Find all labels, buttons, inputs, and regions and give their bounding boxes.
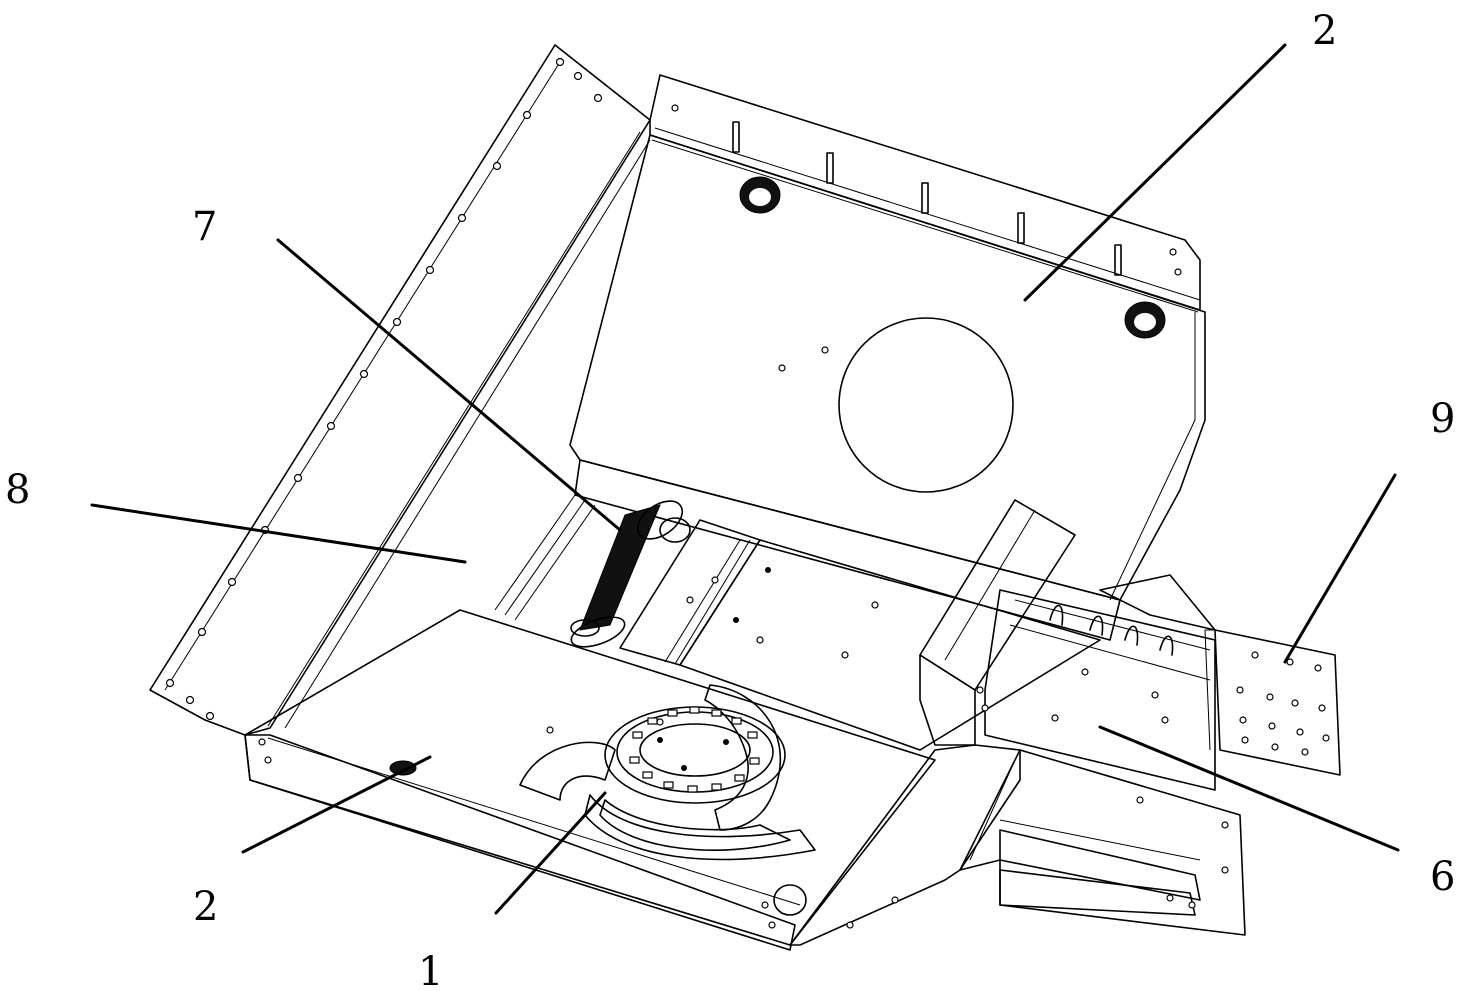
right-beam bbox=[919, 499, 1216, 791]
lower-bracket bbox=[789, 744, 1246, 946]
leader-7 bbox=[276, 238, 622, 532]
mount-lug-right bbox=[773, 884, 807, 916]
upper-rear-plate bbox=[569, 74, 1206, 601]
callout-8: 8 bbox=[5, 467, 30, 513]
drive-shaft bbox=[570, 500, 691, 648]
leader-1 bbox=[494, 791, 607, 915]
lifting-lugs bbox=[739, 176, 1166, 339]
leader-9 bbox=[1283, 473, 1397, 664]
callout-9: 9 bbox=[1430, 396, 1455, 442]
callout-7: 7 bbox=[192, 204, 217, 250]
leader-lines bbox=[90, 43, 1400, 915]
leader-8 bbox=[90, 503, 467, 564]
slewing-ring bbox=[519, 684, 816, 861]
callout-6: 6 bbox=[1430, 854, 1455, 900]
leader-6 bbox=[1098, 725, 1400, 852]
ring-bolts bbox=[629, 706, 760, 793]
mount-lug-left bbox=[389, 760, 417, 776]
callout-1: 1 bbox=[418, 949, 443, 991]
left-side-plate bbox=[149, 44, 651, 736]
end-plate-holes bbox=[1236, 651, 1330, 756]
callout-2-bottom: 2 bbox=[193, 884, 218, 930]
large-round-opening bbox=[838, 317, 1014, 493]
lower-front-plate bbox=[244, 609, 936, 951]
side-plate-holes bbox=[165, 57, 603, 721]
leader-2-top bbox=[1023, 43, 1287, 302]
upright-pins bbox=[732, 121, 1122, 276]
central-channel bbox=[494, 459, 1121, 751]
callout-2-top: 2 bbox=[1312, 8, 1337, 54]
leader-2-bottom bbox=[241, 755, 432, 854]
end-plate bbox=[1099, 574, 1341, 776]
clamp-loops bbox=[1049, 604, 1174, 656]
callout-labels: 2 7 8 9 6 2 1 bbox=[5, 8, 1455, 991]
